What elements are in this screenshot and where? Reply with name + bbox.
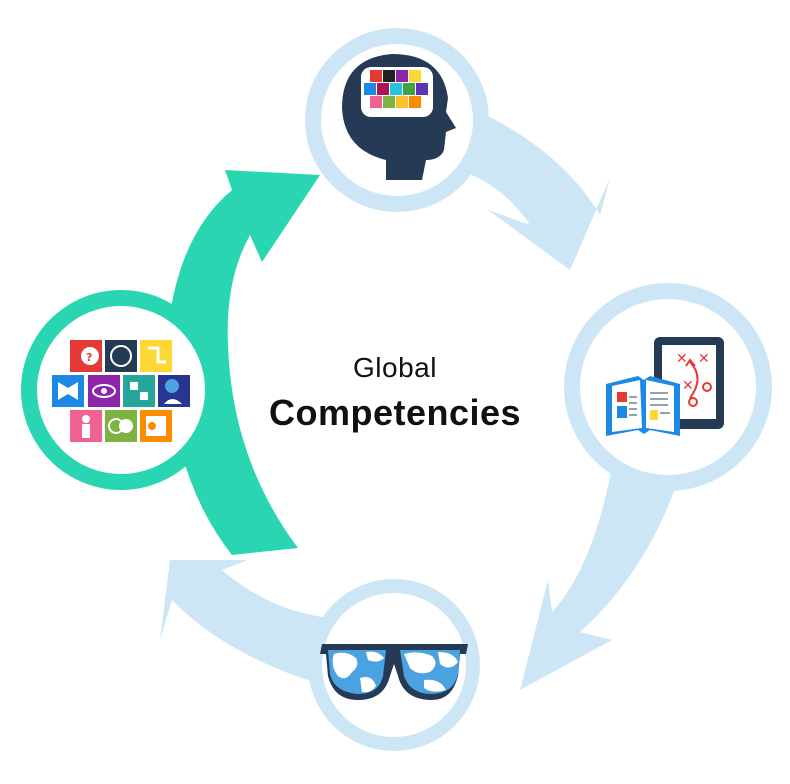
title-line-1: Global (353, 352, 437, 383)
svg-text:✕: ✕ (682, 378, 694, 394)
head-with-colorful-brain-icon (342, 54, 456, 180)
title-line-2: Competencies (268, 392, 522, 433)
node-right: ✕ ✕ ✕ (564, 283, 772, 491)
node-bottom (308, 579, 480, 751)
arrow-left-to-top (167, 170, 320, 555)
arrow-right-to-bottom (520, 430, 690, 690)
node-left: ? (21, 290, 221, 490)
svg-text:✕: ✕ (698, 351, 710, 367)
skills-icon-grid: ? (52, 340, 190, 442)
node-top (305, 28, 489, 212)
glasses-with-world-map-icon (320, 644, 468, 700)
tablet-game-plan-and-open-book-icon: ✕ ✕ ✕ (606, 337, 724, 436)
svg-text:?: ? (86, 351, 92, 364)
svg-text:✕: ✕ (676, 351, 688, 367)
